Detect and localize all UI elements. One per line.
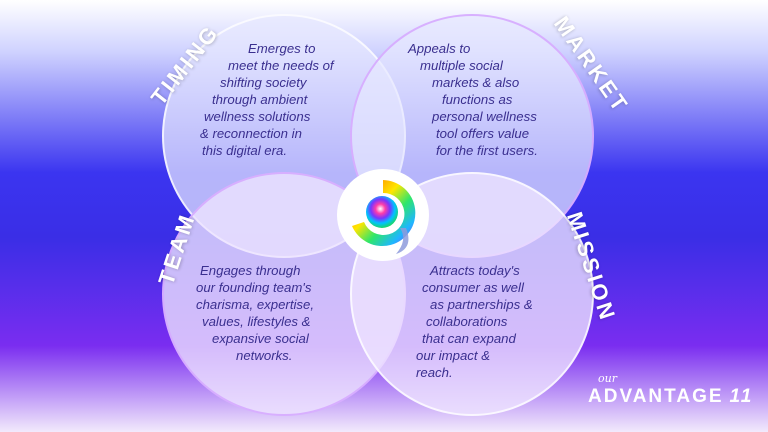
mission-line: that can expand — [422, 331, 516, 346]
team-line: networks. — [236, 348, 293, 363]
timing-line: wellness solutions — [204, 109, 311, 124]
timing-line: this digital era. — [202, 143, 288, 158]
market-description: Appeals to multiple social markets & als… — [408, 40, 538, 159]
team-line: Engages through — [200, 263, 301, 278]
rainbow-spiral-logo-icon — [334, 166, 432, 264]
timing-description: Emerges to meet the needs of shifting so… — [200, 40, 334, 159]
page-number: 11 — [729, 386, 754, 407]
market-line: Appeals to — [408, 41, 471, 56]
timing-line: shifting society — [220, 75, 307, 90]
mission-line: our impact & — [416, 348, 491, 363]
market-line: functions as — [442, 92, 513, 107]
mission-line: as partnerships & — [430, 297, 533, 312]
mission-line: consumer as well — [422, 280, 524, 295]
market-line: tool offers value — [436, 126, 530, 141]
mission-line: Attracts today's — [430, 263, 520, 278]
market-line: for the first users. — [436, 143, 538, 158]
mission-line: reach. — [416, 365, 453, 380]
team-line: expansive social — [212, 331, 309, 346]
timing-line: Emerges to — [248, 41, 316, 56]
mission-line: collaborations — [426, 314, 508, 329]
market-line: markets & also — [432, 75, 520, 90]
market-line: multiple social — [420, 58, 503, 73]
team-description: Engages through our founding team's char… — [192, 262, 314, 364]
team-line: charisma, expertise, — [196, 297, 314, 312]
market-line: personal wellness — [432, 109, 537, 124]
team-line: values, lifestyles & — [202, 314, 311, 329]
brand-our-text: our — [598, 372, 617, 385]
timing-line: & reconnection in — [200, 126, 302, 141]
timing-line: meet the needs of — [228, 58, 334, 73]
team-line: our founding team's — [196, 280, 312, 295]
timing-line: through ambient — [212, 92, 308, 107]
brand-advantage-text: ADVANTAGE — [588, 386, 724, 407]
mission-description: Attracts today's consumer as well as par… — [416, 262, 533, 381]
